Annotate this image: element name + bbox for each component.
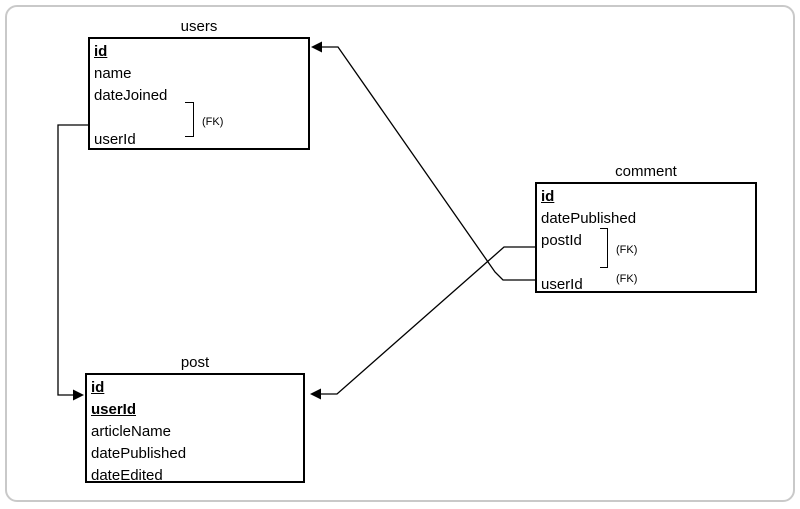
field-comment-postid: postId: [541, 232, 582, 249]
relation-comment-users-arrowhead-icon: [311, 41, 322, 53]
entity-post[interactable]: post id userId articleName datePublished…: [85, 353, 305, 484]
entity-users-box[interactable]: id name dateJoined userId (FK): [88, 37, 310, 150]
field-users-datejoined: dateJoined: [94, 87, 168, 104]
fk-bracket-icon: [185, 102, 194, 137]
field-users-name: name: [94, 65, 132, 82]
field-comment-datepublished: datePublished: [541, 210, 637, 227]
entity-comment[interactable]: comment id datePublished postId userId (…: [535, 162, 757, 293]
entity-users-title: users: [180, 18, 218, 35]
entity-users[interactable]: users id name dateJoined userId (FK): [88, 17, 310, 150]
field-users-empty-row: [94, 107, 308, 129]
field-users-userid: userId: [94, 131, 136, 148]
relation-comment-post-line[interactable]: [321, 246, 535, 395]
fk-label-users-userid: (FK): [202, 116, 224, 128]
fk-label-comment-postid: (FK): [616, 244, 638, 256]
field-comment-userid: userId: [541, 276, 583, 293]
relation-users-post-line[interactable]: [57, 124, 88, 396]
relation-users-post-arrowhead-icon: [73, 389, 84, 401]
entity-comment-box[interactable]: id datePublished postId userId (FK) (FK): [535, 182, 757, 293]
field-comment-empty-row: [541, 252, 755, 274]
field-post-id: id: [91, 379, 105, 396]
field-comment-id: id: [541, 188, 555, 205]
fk-label-comment-userid: (FK): [616, 273, 638, 285]
entity-post-title: post: [180, 354, 210, 371]
fk-bracket-icon: [600, 228, 608, 268]
field-post-userid: userId: [91, 401, 137, 418]
relation-comment-post-arrowhead-icon: [310, 388, 321, 400]
field-users-id: id: [94, 43, 108, 60]
relation-comment-users-line[interactable]: [322, 46, 535, 281]
field-post-dateedited: dateEdited: [91, 467, 163, 484]
field-post-datepublished: datePublished: [91, 445, 187, 462]
entity-comment-title: comment: [615, 163, 677, 180]
entity-post-box[interactable]: id userId articleName datePublished date…: [85, 373, 305, 484]
field-post-articlename: articleName: [91, 423, 172, 440]
